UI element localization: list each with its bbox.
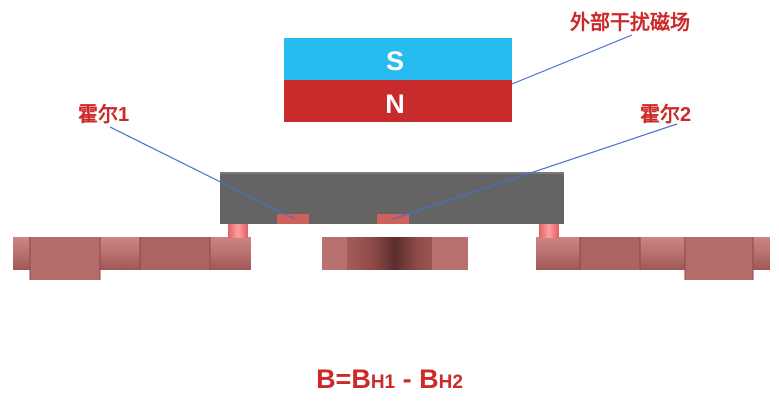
pcb-block <box>580 237 640 270</box>
south-pole-label: S <box>386 46 404 76</box>
leader-line-hall2 <box>392 123 678 220</box>
magnet-north-pole <box>284 80 512 122</box>
hall-sensor-1 <box>277 214 309 224</box>
pcb-block <box>322 237 347 270</box>
formula-sub2: H2 <box>438 372 463 393</box>
leader-line-hall1 <box>109 126 296 220</box>
solder-pad-left <box>228 223 248 238</box>
pcb-block <box>432 237 468 270</box>
pcb-block <box>140 237 210 270</box>
leader-lines <box>109 34 678 220</box>
formula-mid: - B <box>395 364 439 394</box>
pcb-block <box>685 237 753 280</box>
magnet: S N <box>284 38 512 122</box>
formula-sub1: H1 <box>370 372 396 393</box>
chip-top-highlight <box>220 172 564 174</box>
north-pole-label: N <box>385 89 405 119</box>
hall2-label: 霍尔2 <box>640 104 692 126</box>
formula: B=BH1 - BH2 <box>0 364 779 395</box>
magnet-south-pole <box>284 38 512 80</box>
solder-pad-right <box>539 223 559 238</box>
formula-lhs: B=B <box>316 364 371 394</box>
hall1-label: 霍尔1 <box>78 104 130 126</box>
interference-field-label: 外部干扰磁场 <box>570 12 690 34</box>
pcb-board <box>13 237 770 280</box>
leader-line-interference <box>511 34 633 85</box>
pcb-block <box>30 237 100 280</box>
